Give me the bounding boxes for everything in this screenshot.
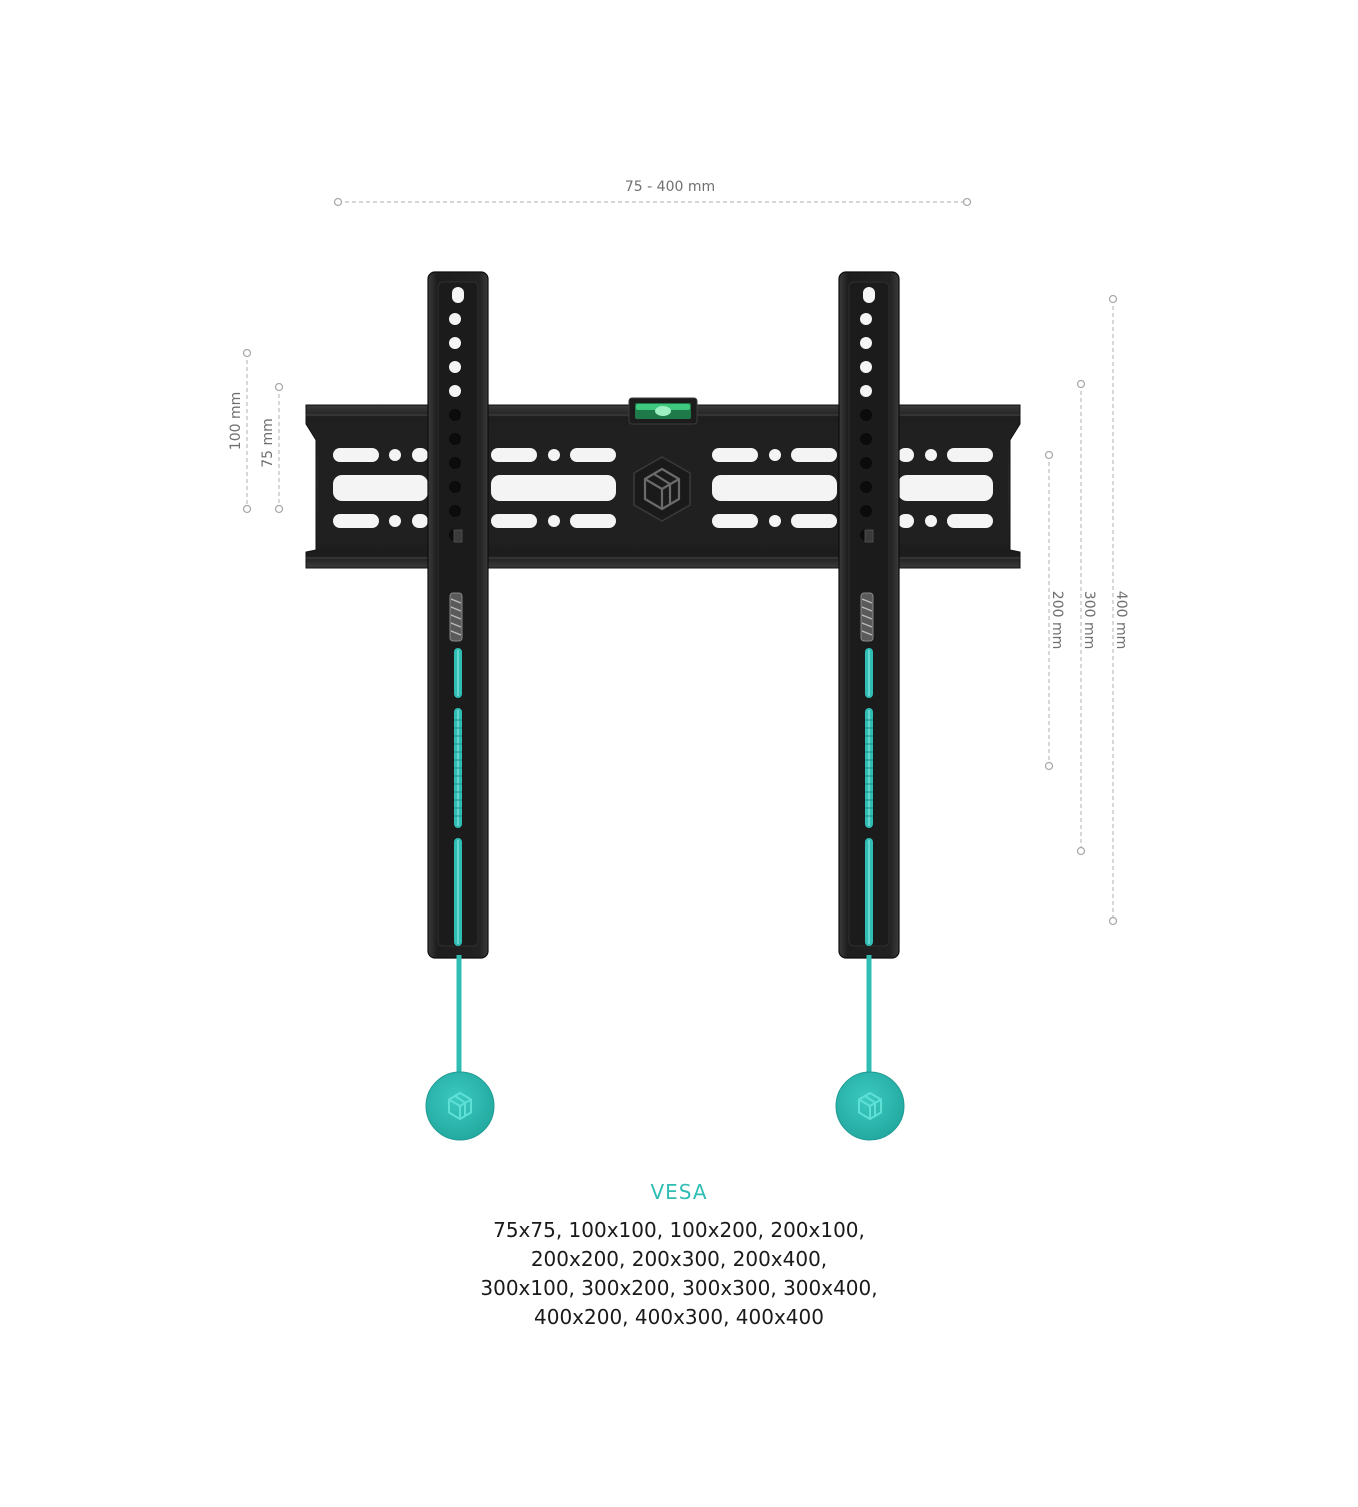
- left-mounting-arm: [427, 271, 489, 959]
- right-pull-tab-icon[interactable]: [835, 1071, 905, 1141]
- vesa-title: VESA: [650, 1180, 708, 1204]
- vesa-line-3: 300x100, 300x200, 300x300, 300x400,: [480, 1276, 878, 1300]
- width-dimension-label: 75 - 400 mm: [625, 179, 715, 195]
- right-large-dimension-label: 400 mm: [1113, 591, 1129, 649]
- left-outer-dimension: 100 mm: [228, 348, 252, 514]
- plate-slots-middle: [333, 475, 993, 501]
- right-mid-dimension: 300 mm: [1076, 379, 1097, 856]
- left-pull-tab-icon[interactable]: [425, 1071, 495, 1141]
- vesa-compatibility: VESA 75x75, 100x100, 100x200, 200x100, 2…: [0, 1178, 1358, 1332]
- plate-slots-bottom: [333, 514, 993, 528]
- left-outer-dimension-label: 100 mm: [228, 392, 244, 450]
- right-large-dimension: 400 mm: [1108, 294, 1129, 926]
- right-mounting-arm: [838, 271, 900, 959]
- right-mid-dimension-label: 300 mm: [1081, 591, 1097, 649]
- vesa-line-1: 75x75, 100x100, 100x200, 200x100,: [493, 1218, 865, 1242]
- bubble-level-icon: [628, 397, 698, 425]
- vesa-line-4: 400x200, 400x300, 400x400: [534, 1305, 824, 1329]
- vesa-line-2: 200x200, 200x300, 200x400,: [530, 1247, 828, 1271]
- wall-plate: [305, 397, 1021, 569]
- plate-slots-top: [333, 448, 993, 462]
- brand-cube-icon: [633, 456, 691, 522]
- left-inner-dimension: 75 mm: [260, 382, 284, 514]
- right-small-dimension: 200 mm: [1044, 450, 1065, 771]
- right-small-dimension-label: 200 mm: [1049, 591, 1065, 649]
- left-inner-dimension-label: 75 mm: [260, 418, 276, 468]
- width-dimension: 75 - 400 mm: [333, 179, 972, 207]
